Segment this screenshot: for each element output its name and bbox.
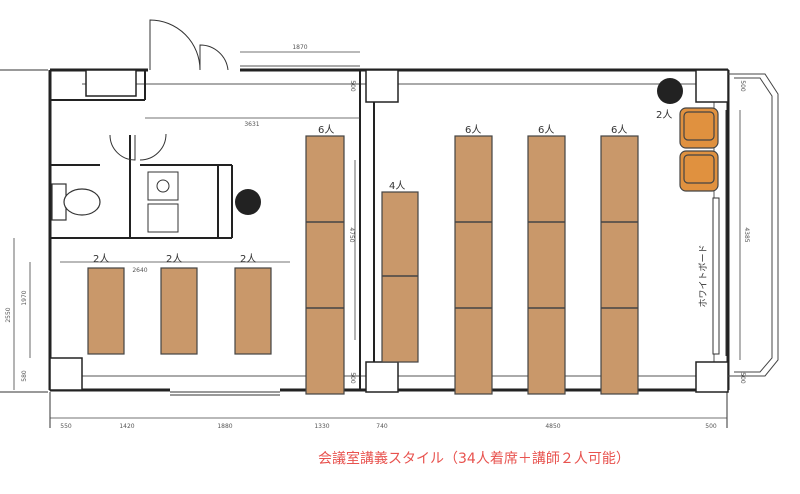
whiteboard [712,110,727,356]
dim-mid-vert: 4750 [348,227,355,242]
dim-bottom: 1880 [217,423,232,430]
seat-label: 2人 [93,253,109,265]
dim-left-tall: 2550 [5,307,12,322]
seat-label: 6人 [465,124,481,136]
pillars [49,69,729,393]
seat-label: 6人 [611,124,627,136]
table-6-d [600,135,639,395]
seat-label: 2人 [240,253,256,265]
dim-right-vert: 4385 [743,227,750,242]
caption: 会議室講義スタイル（34人着席＋講師２人可能） [318,451,630,467]
dim-bottom: 740 [376,423,388,430]
seat-label: 2人 [656,109,672,121]
right-bay [728,73,779,377]
round-column [235,189,261,215]
table-6-b [454,135,493,395]
dim-desk-row: 2640 [132,267,147,274]
dimension-lines [13,51,741,419]
seat-label: 4人 [389,180,405,192]
dim-mid-small: 500 [349,372,356,384]
extension-lines [0,69,728,428]
dim-left-mid: 1970 [21,290,28,305]
doors [109,19,280,396]
instructor-chairs [679,107,719,192]
tables [87,135,639,395]
toilet [51,183,101,221]
dim-top-door: 1870 [292,44,307,51]
dim-mid-small: 500 [349,80,356,92]
dim-left-low: 580 [21,370,28,382]
table-2-b [160,267,198,355]
round-column [657,78,683,104]
dim-bottom: 550 [60,423,72,430]
dim-hall: 3631 [244,121,259,128]
whiteboard-label: ホワイトボード [698,244,709,307]
dim-bottom: 4850 [545,423,560,430]
table-2-c [234,267,272,355]
table-4 [381,191,419,363]
dim-bottom-right: 500 [739,372,746,384]
table-6-c [527,135,566,395]
sinks [147,171,179,233]
seat-label: 6人 [318,124,334,136]
dim-top-right: 500 [739,80,746,92]
table-dividers [306,221,638,309]
table-6-a [305,135,345,395]
dim-bottom: 1330 [314,423,329,430]
partitions [50,70,375,390]
dim-bottom: 1420 [119,423,134,430]
table-2-a [87,267,125,355]
seat-label: 6人 [538,124,554,136]
seat-label: 2人 [166,253,182,265]
dim-bottom: 500 [705,423,717,430]
